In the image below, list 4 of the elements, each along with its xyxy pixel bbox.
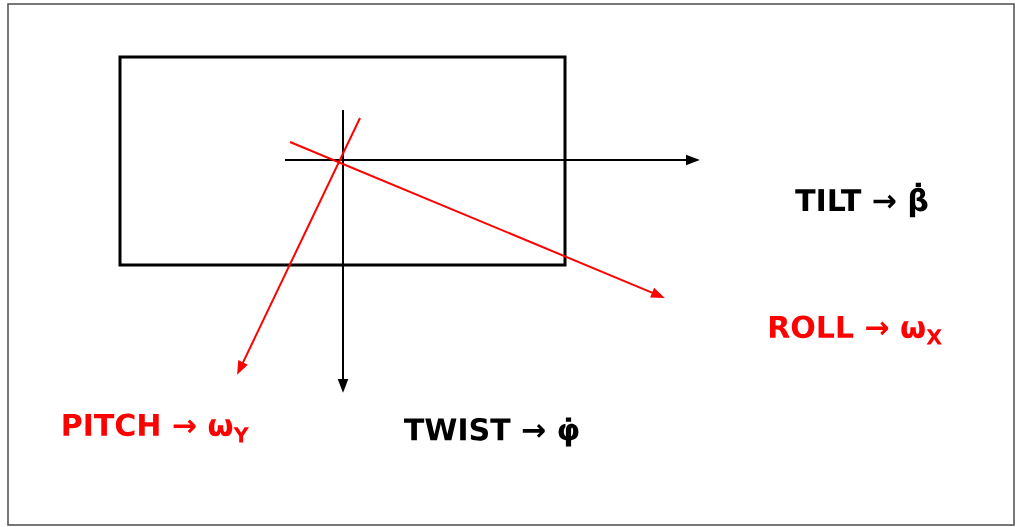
axis-label: ROLL → ω$_{X}$ — [769, 315, 942, 345]
axis-label: PITCH → ω$_{Y}$ — [63, 413, 249, 443]
axis-label: TWIST → φ̇ — [404, 417, 579, 447]
axis-label: TILT → β̇ — [795, 182, 928, 218]
